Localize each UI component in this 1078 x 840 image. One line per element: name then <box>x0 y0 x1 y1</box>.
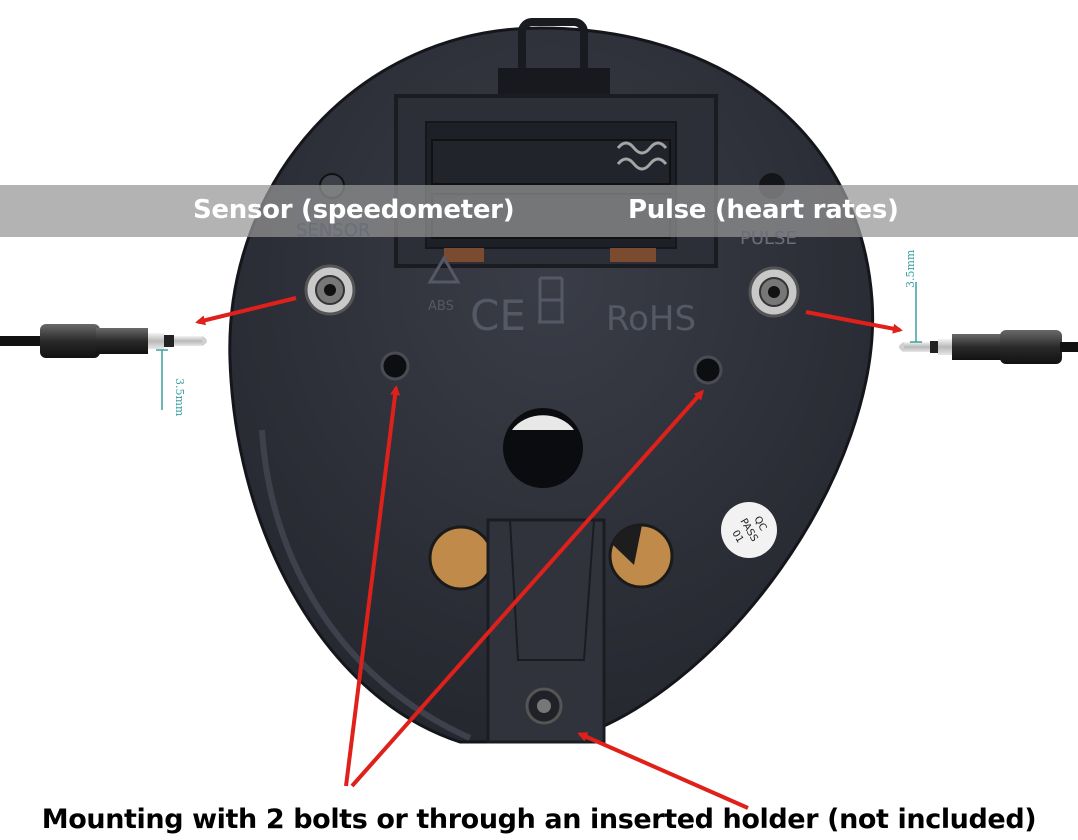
sensor-port-marking: SENSOR <box>296 220 370 241</box>
center-opening <box>503 408 583 488</box>
right-plug-size-label: 3.5mm <box>904 249 917 288</box>
holder-slot <box>486 518 606 744</box>
battery-compartment <box>394 94 718 268</box>
mounting-caption: Mounting with 2 bolts or through an inse… <box>41 804 1037 835</box>
certification-marks <box>427 255 564 324</box>
sensor-label: Sensor (speedometer) <box>193 195 515 225</box>
annotation-arrows <box>195 296 903 810</box>
recycle-code-marking: ABS <box>428 299 454 314</box>
right-audio-plug <box>899 330 1078 364</box>
pulse-label: Pulse (heart rates) <box>628 195 899 225</box>
right-size-dimension <box>910 282 922 343</box>
mounting-hole-left <box>380 351 410 381</box>
qc-pass-sticker: QC PASS 01 <box>721 502 777 558</box>
arrow-to-holder-slot <box>577 732 749 810</box>
ce-marking: CE <box>470 291 526 340</box>
left-size-dimension <box>156 349 168 410</box>
sensor-jack <box>304 264 356 316</box>
arrow-to-pulse-plug <box>805 310 903 334</box>
pulse-port-marking: PULSE <box>740 228 797 249</box>
label-banner <box>0 185 1078 237</box>
side-hole-left <box>428 525 494 591</box>
arrow-to-sensor-plug <box>195 296 297 326</box>
arrow-to-left-hole <box>344 385 401 787</box>
pulse-jack <box>748 266 800 318</box>
arrow-to-right-hole <box>350 389 704 788</box>
mounting-hole-right <box>693 355 723 385</box>
left-plug-size-label: 3.5mm <box>173 378 186 417</box>
left-audio-plug <box>0 324 207 358</box>
rohs-marking: RoHS <box>606 299 696 339</box>
